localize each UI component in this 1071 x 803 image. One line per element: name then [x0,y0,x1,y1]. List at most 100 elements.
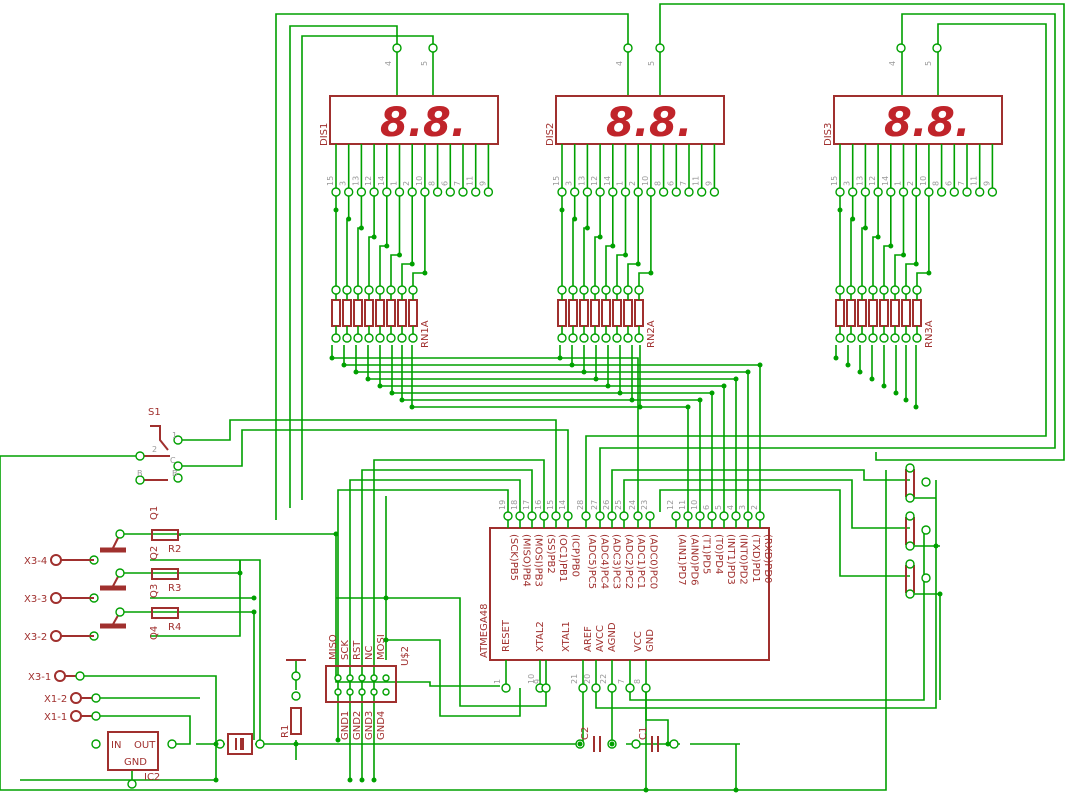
display-bottom-pin-label: 12 [590,176,599,186]
display-bottom-pin-label: 7 [453,181,462,186]
mcu-top-pin-number: 5 [714,505,723,510]
isp-connector: U$2 MISO SCK RST NC MOSI GND1 GND2 GND3 … [325,634,411,740]
junction-dot [335,737,341,743]
mcu-top-pin [607,511,617,521]
display-bottom-pin-label: 6 [944,181,953,186]
mcu-top-pin-number: 15 [546,500,555,510]
rn-resistor [375,299,385,327]
resistor-ref-r1: R1 [280,725,291,738]
mcu-top-pin [683,511,693,521]
regulator-in-label: IN [111,740,121,751]
display-bottom-pin-label: 3 [843,181,852,186]
rn-resistor [846,299,856,327]
display-bottom-pin [582,187,593,197]
transistor-ref-q3: Q3 [149,584,160,598]
junction-dot [857,369,863,375]
display-bottom-pin-label: 13 [855,176,864,186]
junction-dot [251,595,257,601]
junction-dot [617,390,623,396]
isp-label-gnd3: GND3 [364,711,375,740]
rn-pin-top [912,285,922,295]
display-bottom-pin-label: 14 [377,176,386,186]
rn-resistor [557,299,567,327]
junction-dot [685,404,691,410]
display-top-pin-label: 4 [615,61,624,66]
display-bottom-pin-label: 11 [970,176,979,186]
display-bottom-pin [835,187,845,197]
mcu-top-pin-number: 26 [602,500,611,510]
switch-pin-2: 2 [152,445,157,454]
junction-dot [377,383,383,389]
mcu-top-pin-number: 11 [678,500,687,510]
connector-label-x1-2: X1-2 [44,694,67,705]
display-top-pin-label: 4 [888,61,897,66]
mcu-top-pin [515,511,525,521]
display-top-pin-label: 5 [647,61,656,66]
display-to-rn-wire [905,196,918,288]
junction-dots [213,355,943,793]
mcu-pin-label: (SS)PB2 [545,534,556,574]
display-bottom-pin [671,187,681,197]
display-to-rn-wire [583,196,589,288]
rn-pin-top [890,285,900,295]
junction-dot [933,543,939,549]
isp-pin [334,674,342,682]
rn-resistor [623,299,633,327]
junction-dot [629,397,635,403]
display-bottom-pin-label: 10 [415,176,424,186]
mcu-bottom-pin-number: 1 [493,679,502,684]
mcu-top-pin-number: 2 [750,505,759,510]
mcu-pin-label: (ICP)PB0 [570,534,581,577]
display-bottom-pin-label: 13 [351,176,360,186]
mcu-bottom-label: AVCC [595,625,606,652]
junction-dot [293,741,299,747]
rn-pin-bottom [634,333,644,343]
rn-pin-bottom [408,333,418,343]
rn-pin-top [590,285,600,295]
display-to-rn-wire [572,196,576,288]
display-top-pin [428,43,438,53]
mcu-top-pin [619,511,629,521]
rn-resistor [342,299,352,327]
mcu-bottom-pin [541,683,551,693]
rn-resistor [857,299,867,327]
isp-pin [358,674,366,682]
display-body [833,95,1003,145]
rn-pin-bottom [590,333,600,343]
junction-dot [862,225,868,231]
display-bottom-pin [595,187,605,197]
mcu-bottom-pin-number: 9 [533,679,542,684]
rn-pin-bottom [331,333,341,343]
rn-resistor [568,299,578,327]
rn-pin-top [386,285,396,295]
mcu-top-pin-number: 24 [628,500,637,510]
junction-dot [913,261,919,267]
capacitor-ref-c1: C1 [638,727,649,740]
junction-dot [623,252,628,258]
isp-label-gnd1: GND1 [340,711,351,740]
display-bottom-pin [873,187,883,197]
junction-dot [384,243,390,249]
connector-label-x3-1: X3-1 [28,672,51,683]
switch-pin-c: C [170,456,176,465]
mcu-pin-label: (MOSI)PB3 [533,534,544,587]
display-bottom-pin-label: 6 [666,181,675,186]
display-bottom-pin-label: 9 [704,181,713,186]
resistor-r2: R2 [151,529,181,555]
mcu-top-pin [731,511,741,521]
mcu-top-pin [719,511,729,521]
display-to-rn-wire [872,196,879,288]
junction-dot [572,216,578,222]
connector-x1-2: X1-2 [44,692,82,705]
display-ref: DIS1 [319,123,330,146]
wires [0,3,1065,791]
rn-pin-top [879,285,889,295]
display-bottom-pin-label: 3 [565,181,574,186]
display-digits: 8.8. [380,100,466,146]
isp-pin [358,688,366,696]
junction-dot [833,355,839,361]
mcu-pin-label: (OC1)PB1 [557,534,568,582]
mcu-top-pin [595,511,605,521]
junction-dot [329,355,335,361]
